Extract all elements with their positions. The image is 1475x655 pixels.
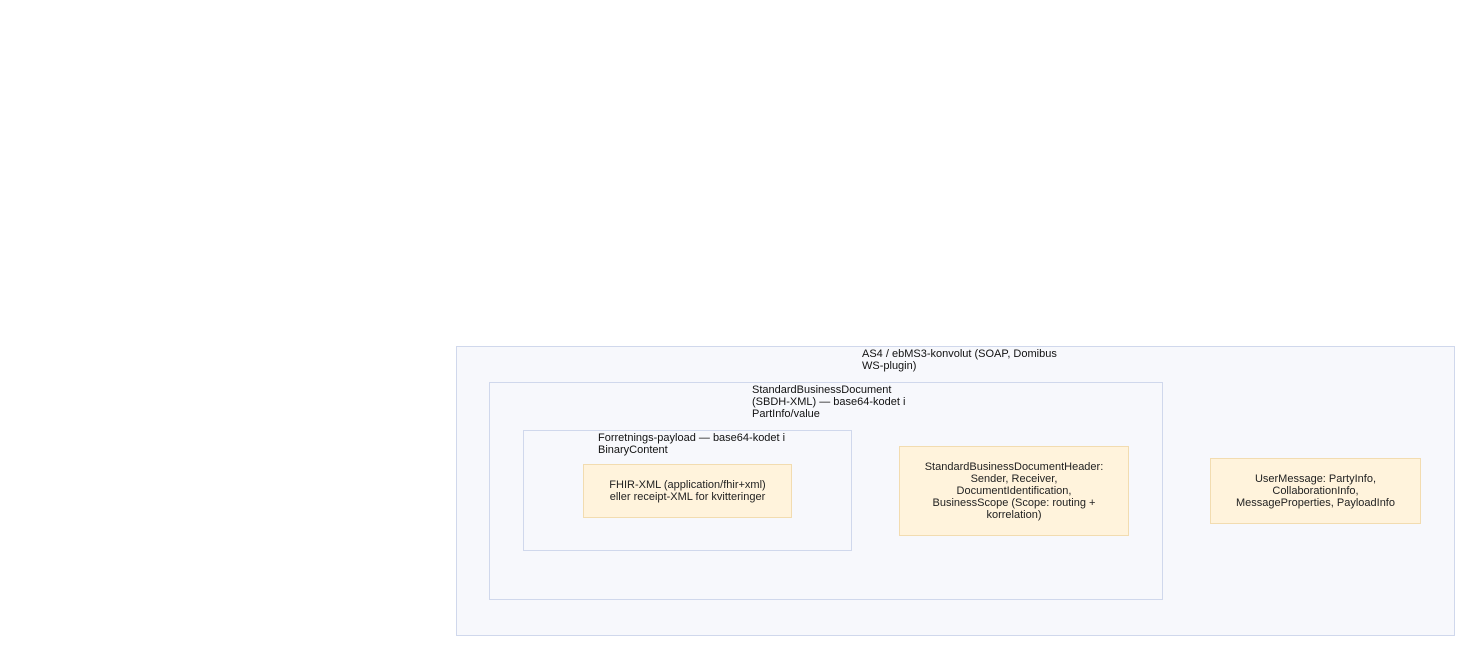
standard-business-document-label: StandardBusinessDocument (SBDH-XML) — ba…: [752, 384, 906, 420]
sbdh-label: StandardBusinessDocumentHeader: Sender, …: [924, 461, 1104, 521]
fhir-xml-node: FHIR-XML (application/fhir+xml) eller re…: [583, 464, 792, 518]
sbdh-node: StandardBusinessDocumentHeader: Sender, …: [899, 446, 1129, 536]
fhir-xml-label: FHIR-XML (application/fhir+xml) eller re…: [609, 479, 766, 503]
as4-envelope-label: AS4 / ebMS3-konvolut (SOAP, Domibus WS-p…: [862, 348, 1057, 372]
business-payload-label: Forretnings-payload — base64-kodet i Bin…: [598, 432, 786, 456]
usermessage-label: UserMessage: PartyInfo, CollaborationInf…: [1236, 473, 1395, 509]
usermessage-node: UserMessage: PartyInfo, CollaborationInf…: [1210, 458, 1421, 524]
business-payload-cluster: Forretnings-payload — base64-kodet i Bin…: [523, 430, 852, 551]
